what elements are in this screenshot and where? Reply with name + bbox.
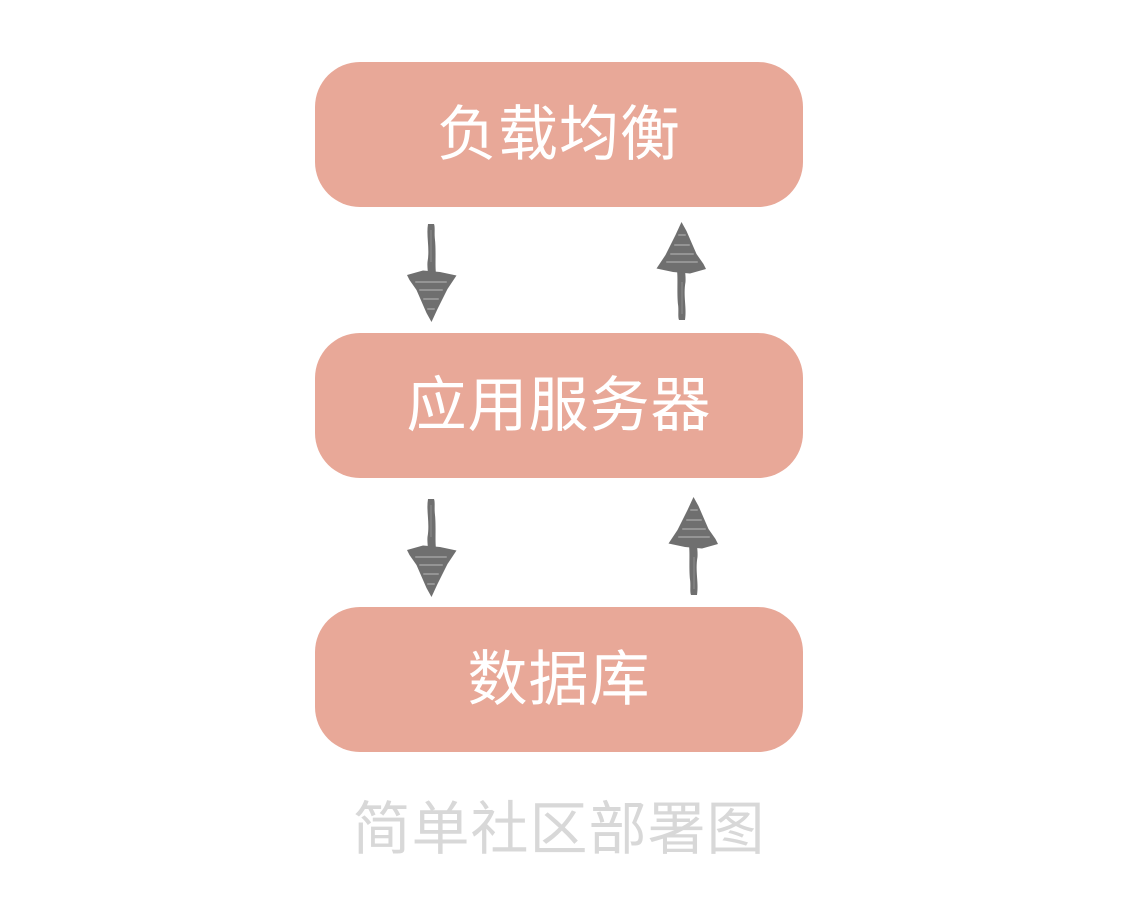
node-app-server: 应用服务器 — [315, 333, 803, 478]
diagram-caption: 简单社区部署图 — [352, 795, 766, 863]
arrow-up-icon — [666, 495, 722, 597]
arrow-down-icon — [403, 497, 459, 599]
node-load-balancer-label: 负载均衡 — [437, 99, 681, 170]
arrow-up-icon — [654, 220, 710, 322]
node-database-label: 数据库 — [467, 644, 651, 715]
node-load-balancer: 负载均衡 — [315, 62, 803, 207]
arrow-down-icon — [403, 222, 459, 324]
node-app-server-label: 应用服务器 — [406, 370, 712, 441]
node-database: 数据库 — [315, 607, 803, 752]
